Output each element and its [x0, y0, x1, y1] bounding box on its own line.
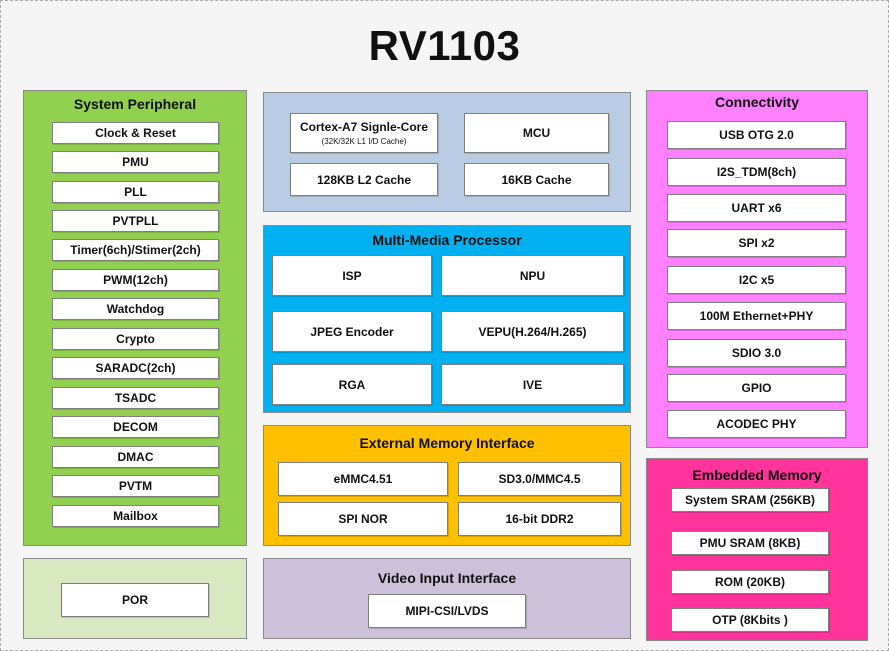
external-memory-title: External Memory Interface — [359, 435, 535, 451]
mcu-block: MCU — [464, 113, 609, 153]
timer-block: Timer(6ch)/Stimer(2ch) — [52, 239, 219, 261]
cortex-a7-label: Cortex-A7 Signle-Core — [299, 120, 429, 134]
embedded-memory-panel: Embedded Memory System SRAM (256KB) PMU … — [646, 458, 868, 641]
saradc-block: SARADC(2ch) — [52, 357, 219, 379]
isp-block: ISP — [272, 255, 432, 296]
clock-reset-block: Clock & Reset — [52, 122, 219, 144]
por-panel: POR — [23, 558, 247, 639]
spi-block: SPI x2 — [667, 229, 846, 257]
npu-block: NPU — [441, 255, 624, 296]
mailbox-block: Mailbox — [52, 505, 219, 527]
system-peripheral-title: System Peripheral — [73, 96, 197, 112]
uart-block: UART x6 — [667, 194, 846, 222]
connectivity-title: Connectivity — [714, 94, 799, 110]
multimedia-panel: Multi-Media Processor ISP NPU JPEG Encod… — [263, 225, 631, 413]
system-peripheral-panel: System Peripheral Clock & Reset PMU PLL … — [23, 90, 247, 546]
ethernet-block: 100M Ethernet+PHY — [667, 302, 846, 330]
pll-block: PLL — [52, 181, 219, 203]
embedded-memory-title: Embedded Memory — [692, 467, 822, 483]
rga-block: RGA — [272, 364, 432, 405]
ive-block: IVE — [441, 364, 624, 405]
mipi-csi-block: MIPI-CSI/LVDS — [368, 594, 526, 628]
emmc-block: eMMC4.51 — [278, 462, 448, 496]
pwm-block: PWM(12ch) — [52, 269, 219, 291]
gpio-block: GPIO — [667, 374, 846, 402]
otp-block: OTP (8Kbits ) — [671, 608, 829, 632]
multimedia-title: Multi-Media Processor — [372, 232, 522, 248]
dmac-block: DMAC — [52, 446, 219, 468]
external-memory-panel: External Memory Interface eMMC4.51 SD3.0… — [263, 425, 631, 546]
decom-block: DECOM — [52, 416, 219, 438]
pmu-sram-block: PMU SRAM (8KB) — [671, 531, 829, 555]
sd-mmc-block: SD3.0/MMC4.5 — [458, 462, 621, 496]
crypto-block: Crypto — [52, 328, 219, 350]
watchdog-block: Watchdog — [52, 298, 219, 320]
i2s-tdm-block: I2S_TDM(8ch) — [667, 158, 846, 186]
pmu-block: PMU — [52, 151, 219, 173]
usb-otg-block: USB OTG 2.0 — [667, 121, 846, 149]
system-sram-block: System SRAM (256KB) — [671, 488, 829, 512]
cpu-panel: Cortex-A7 Signle-Core (32K/32K L1 I/D Ca… — [263, 92, 631, 212]
vepu-block: VEPU(H.264/H.265) — [441, 311, 624, 352]
tsadc-block: TSADC — [52, 387, 219, 409]
cortex-a7-block: Cortex-A7 Signle-Core (32K/32K L1 I/D Ca… — [290, 113, 438, 153]
spi-nor-block: SPI NOR — [278, 502, 448, 536]
video-input-panel: Video Input Interface MIPI-CSI/LVDS — [263, 558, 631, 639]
video-input-title: Video Input Interface — [377, 570, 517, 586]
i2c-block: I2C x5 — [667, 266, 846, 294]
mcu-cache-block: 16KB Cache — [464, 163, 609, 196]
acodec-phy-block: ACODEC PHY — [667, 410, 846, 438]
pvtm-block: PVTM — [52, 475, 219, 497]
sdio-block: SDIO 3.0 — [667, 339, 846, 367]
cortex-a7-cache-label: (32K/32K L1 I/D Cache) — [321, 137, 407, 146]
por-block: POR — [61, 583, 209, 617]
ddr2-block: 16-bit DDR2 — [458, 502, 621, 536]
chip-title: RV1103 — [368, 22, 521, 69]
jpeg-encoder-block: JPEG Encoder — [272, 311, 432, 352]
l2-cache-block: 128KB L2 Cache — [290, 163, 438, 196]
pvtpll-block: PVTPLL — [52, 210, 219, 232]
rom-block: ROM (20KB) — [671, 570, 829, 594]
connectivity-panel: Connectivity USB OTG 2.0 I2S_TDM(8ch) UA… — [646, 90, 868, 448]
